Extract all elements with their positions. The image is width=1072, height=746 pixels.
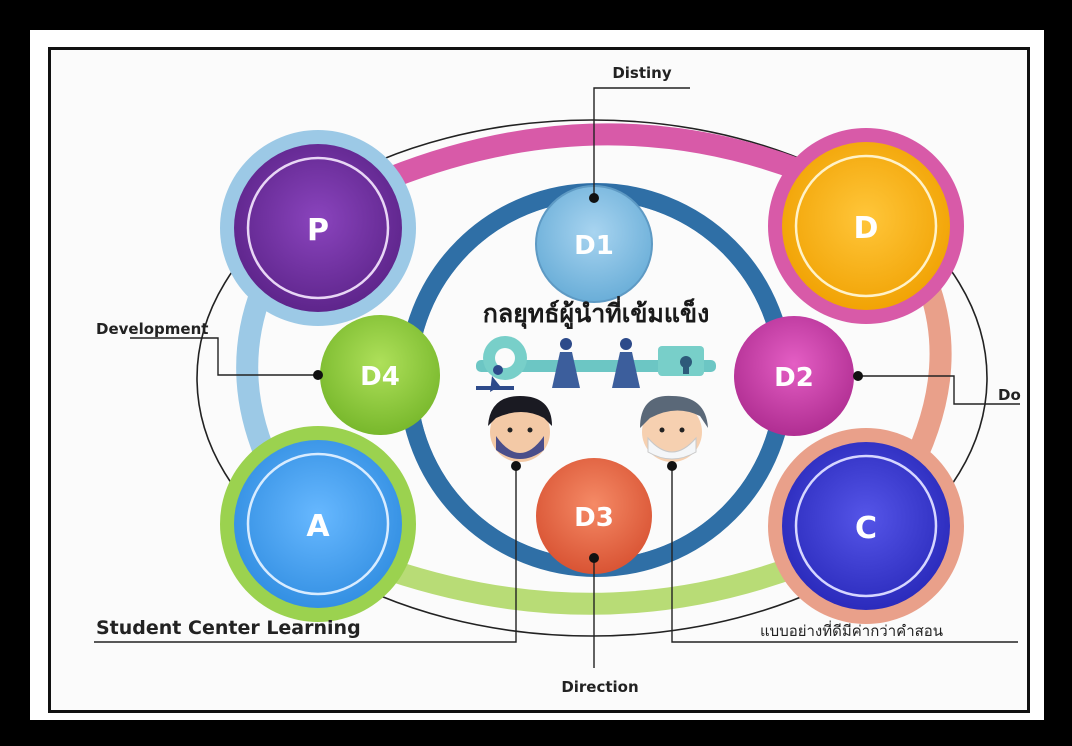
key-team-illustration [476, 336, 716, 392]
node-d3-label: D3 [574, 503, 614, 533]
ring-bottom-segment [379, 554, 811, 615]
corner-p: P [220, 130, 416, 326]
inner-circle-fill [417, 201, 775, 559]
node-d2: D2 [734, 316, 854, 436]
node-d4: D4 [320, 315, 440, 435]
corner-c-label: C [855, 511, 877, 546]
node-d2-label: D2 [774, 363, 814, 393]
center-title: กลยุทธ์ผู้นำที่เข้มแข็ง [483, 296, 710, 330]
corner-a: A [220, 426, 416, 622]
node-d3: D3 [536, 458, 652, 574]
masked-elder-icon [640, 395, 708, 462]
corner-d: D [768, 128, 964, 324]
callout-lines [94, 87, 1020, 668]
callout-development: Development [96, 320, 208, 338]
corner-p-label: P [307, 213, 329, 248]
masked-person-icon [488, 396, 552, 462]
ring-top-segment [379, 123, 811, 189]
outer-oval [196, 119, 988, 637]
corner-c: C [768, 428, 964, 624]
corner-a-label: A [306, 509, 330, 544]
callout-direction: Direction [561, 678, 638, 696]
callout-student-center: Student Center Learning [96, 617, 361, 639]
corner-d-label: D [854, 211, 879, 246]
callout-distiny: Distiny [612, 64, 672, 82]
node-d1-label: D1 [574, 231, 614, 261]
callout-dots [313, 193, 863, 563]
node-d4-label: D4 [360, 362, 400, 392]
callout-role-model: แบบอย่างที่ดีมีค่ากว่าคำสอน [760, 620, 943, 640]
node-d1: D1 [535, 185, 653, 303]
callout-do: Do [998, 386, 1021, 404]
